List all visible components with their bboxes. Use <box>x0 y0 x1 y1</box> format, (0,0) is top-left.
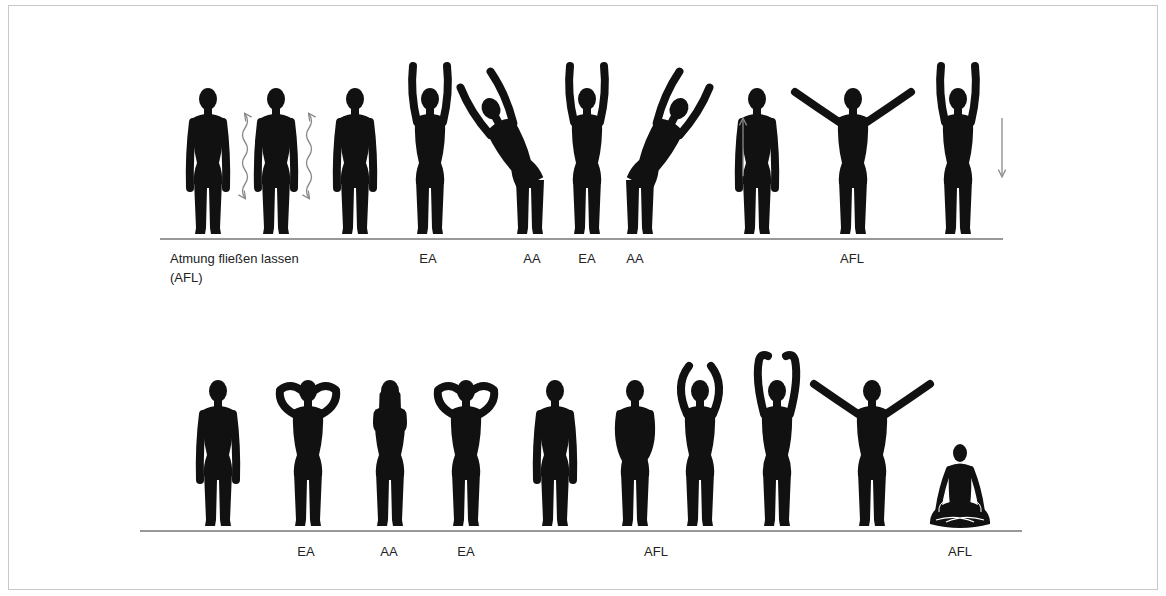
standing-figure <box>200 380 236 526</box>
arms-wide-figure <box>814 380 930 526</box>
hands-behind-head-figure <box>280 380 336 526</box>
breath-arrow <box>243 114 1003 198</box>
arms-round-figure <box>681 366 719 526</box>
arms-up-figure <box>940 66 976 234</box>
arms-wide-figure <box>795 88 911 234</box>
phase-label: EA <box>578 249 595 268</box>
phase-label: EA <box>419 249 436 268</box>
hands-behind-head-figure <box>438 380 494 526</box>
phase-label: AA <box>380 542 397 561</box>
standing-figure <box>537 380 573 526</box>
standing-figure <box>258 88 294 234</box>
arms-up-figure <box>412 66 448 234</box>
floor-line <box>160 238 1003 239</box>
phase-label: AFL <box>644 542 668 561</box>
standing-figure <box>337 88 373 234</box>
phase-label: AA <box>626 249 643 268</box>
side-bend-figure <box>623 71 710 234</box>
phase-label: EA <box>297 542 314 561</box>
phase-label: EA <box>457 542 474 561</box>
standing-figure <box>190 88 226 234</box>
standing-figure <box>739 88 775 234</box>
arms-up-figure <box>758 355 796 526</box>
arms-up-figure <box>569 66 605 234</box>
legend-note: Atmung fließen lassen (AFL) <box>170 249 320 287</box>
seated-figure <box>930 444 990 528</box>
phase-label: AA <box>523 249 540 268</box>
phase-label: AFL <box>948 542 972 561</box>
phase-label: AFL <box>840 249 864 268</box>
floor-line <box>140 530 1022 531</box>
hands-on-belly-figure <box>619 380 651 526</box>
figure-row <box>190 66 990 528</box>
side-bend-figure <box>460 71 547 234</box>
hands-on-face-figure <box>375 380 405 526</box>
